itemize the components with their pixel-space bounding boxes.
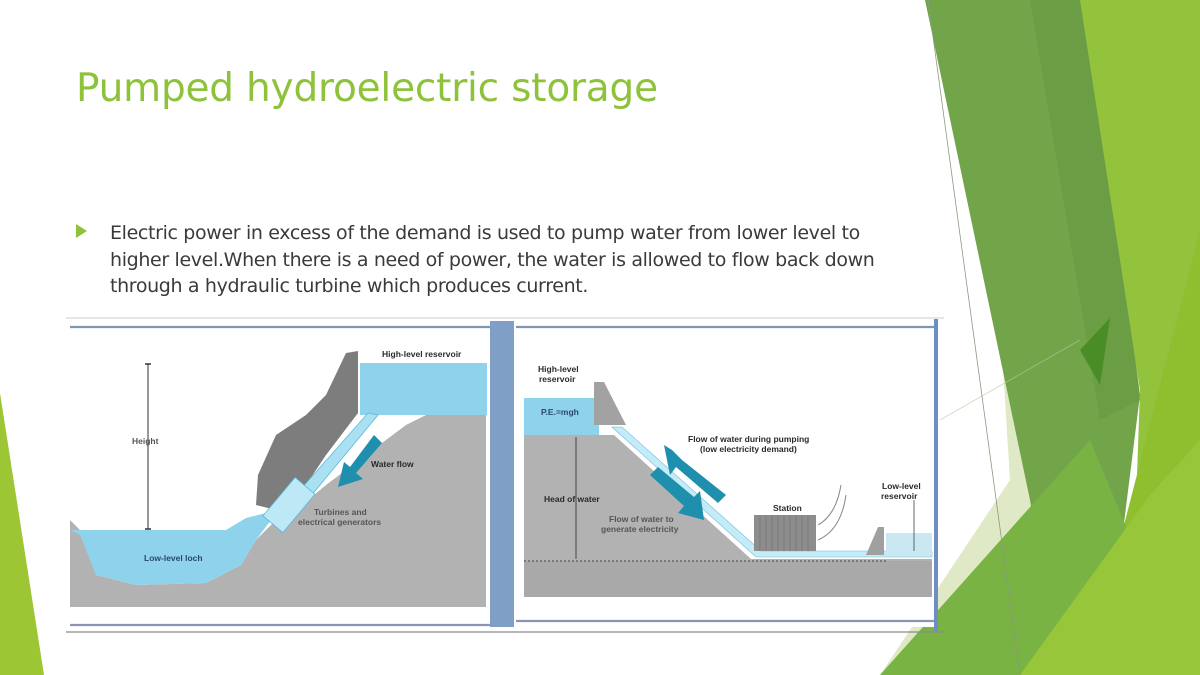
label-reservoir: reservoir (539, 374, 576, 384)
label-generate-line2: generate electricity (601, 524, 679, 534)
label-high-level: High-level (538, 364, 579, 374)
left-high-reservoir (360, 363, 487, 415)
label-head-of-water: Head of water (544, 494, 600, 504)
right-thin-line-2 (939, 339, 1081, 421)
station-fins (759, 515, 809, 551)
pumped-storage-figure: High-level reservoir Height Water flow T… (66, 315, 944, 635)
panel-separator (490, 321, 514, 627)
label-high-level-reservoir: High-level reservoir (382, 349, 462, 359)
label-station: Station (773, 503, 802, 513)
bullet-item: Electric power in excess of the demand i… (76, 220, 886, 300)
label-turbines-line1: Turbines and (314, 507, 367, 517)
right-facet-lime (1020, 440, 1200, 675)
slide-title: Pumped hydroelectric storage (76, 66, 658, 111)
right-diagram (516, 319, 938, 631)
left-dark-rock (256, 351, 358, 510)
label-pumping-line2: (low electricity demand) (700, 444, 797, 454)
station-cables (817, 484, 847, 541)
label-height: Height (132, 436, 159, 446)
label-turbines-line2: electrical generators (298, 517, 382, 527)
right-ground-base (524, 561, 932, 597)
right-panel-edge (934, 319, 938, 631)
right-facet-deepgreen (1080, 318, 1110, 385)
left-ground (70, 413, 486, 607)
left-green-triangle (0, 393, 44, 675)
right-pumping-arrow (664, 445, 726, 503)
label-pumping-line1: Flow of water during pumping (688, 434, 810, 444)
label-pe-mgh: P.E.=mgh (541, 407, 579, 417)
bullet-list: Electric power in excess of the demand i… (76, 220, 886, 300)
right-thin-line (927, 0, 1021, 675)
label-low-level: Low-level (882, 481, 921, 491)
right-high-reservoir (524, 398, 599, 435)
triangle-bullet-icon (76, 224, 87, 238)
right-generate-arrow (650, 467, 704, 520)
right-lower-dam (866, 527, 884, 555)
right-station (754, 515, 816, 551)
label-low-level-loch: Low-level loch (144, 553, 203, 563)
right-facet-dark (1030, 0, 1140, 420)
left-turbines (262, 476, 316, 534)
right-low-reservoir (886, 533, 932, 555)
label-generate-line1: Flow of water to (609, 514, 674, 524)
left-water-flow-arrow (338, 435, 382, 487)
left-diagram (70, 325, 490, 627)
bullet-text: Electric power in excess of the demand i… (110, 222, 875, 297)
left-low-loch (70, 513, 271, 585)
right-hill (524, 435, 932, 597)
right-dam (594, 382, 626, 425)
label-low-reservoir: reservoir (881, 491, 918, 501)
label-water-flow: Water flow (371, 459, 414, 469)
figure-graphics (66, 317, 944, 633)
